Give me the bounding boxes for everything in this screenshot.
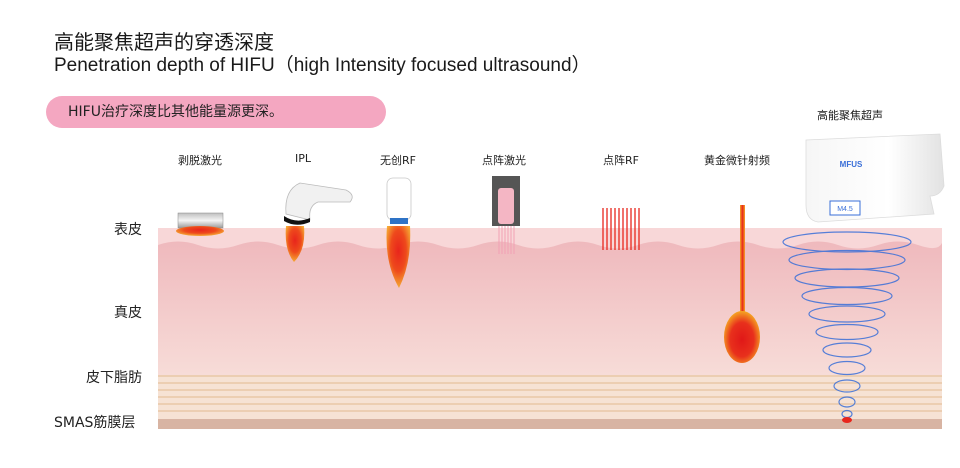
hifu-device-icon: M4.5 MFUS (805, 133, 945, 223)
hifu-badge (829, 200, 861, 216)
layer-label-dermis: 真皮 (114, 305, 142, 321)
rf-handpiece-icon (386, 177, 412, 288)
layer-label-subcutaneous-fat: 皮下脂肪 (86, 370, 142, 386)
device-label-rf: 无创RF (380, 154, 416, 167)
device-label-microneedle-rf: 黄金微针射频 (704, 154, 770, 167)
device-label-ipl: IPL (294, 152, 311, 165)
device-label-hifu: 高能聚焦超声 (817, 109, 883, 122)
layer-label-epidermis: 表皮 (114, 222, 142, 238)
fat-layer-lines (158, 375, 942, 412)
ultrasound-focus-rings (782, 231, 912, 419)
device-label-ablative-laser: 剥脱激光 (178, 154, 222, 167)
hifu-focal-point (842, 417, 852, 423)
fractional-rf-icon (602, 208, 640, 250)
device-label-fractional-rf: 点阵RF (603, 154, 639, 167)
callout-banner: HIFU治疗深度比其他能量源更深。 (46, 96, 386, 128)
hifu-brand-text: MFUS (840, 160, 863, 169)
dermis-layer (158, 241, 942, 375)
microneedle-rf-icon (724, 205, 760, 363)
fractional-laser-icon (492, 176, 520, 254)
ipl-handpiece-icon (284, 182, 353, 262)
page-title-chinese: 高能聚焦超声的穿透深度 (54, 30, 274, 54)
smas-layer (158, 419, 942, 429)
device-label-fractional-laser: 点阵激光 (482, 154, 526, 167)
hifu-badge-text: M4.5 (837, 206, 853, 213)
ablative-laser-icon (176, 212, 224, 236)
page-title-english: Penetration depth of HIFU（high Intensity… (54, 55, 591, 76)
layer-label-smas: SMAS筋膜层 (54, 415, 136, 431)
